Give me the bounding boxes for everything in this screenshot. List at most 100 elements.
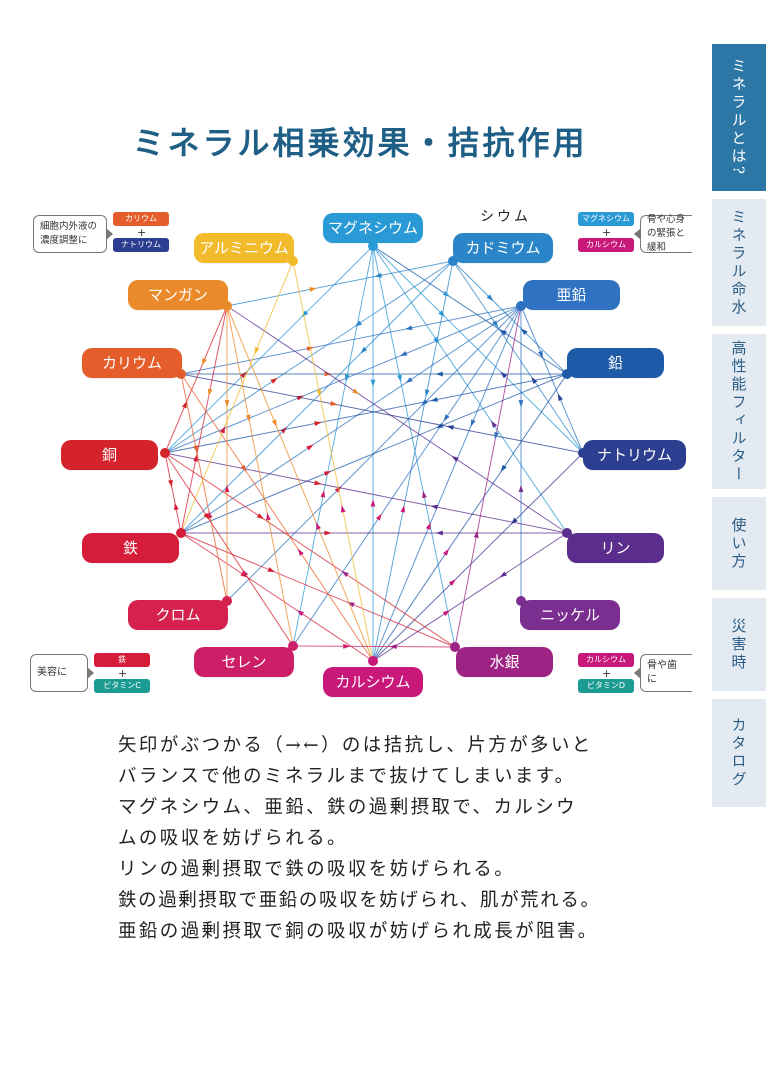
connection-zinc-sodium xyxy=(520,305,584,454)
arrowhead xyxy=(341,571,349,578)
mineral-label-cadmium: カドミウム xyxy=(453,233,553,263)
mineral-label-chromium: クロム xyxy=(128,600,228,630)
arrowhead xyxy=(510,517,518,525)
callout-top-right: 骨や心身の緊張と緩和 xyxy=(640,214,692,253)
callout-top-left-text: 細胞内外液の濃度調整に xyxy=(40,221,98,246)
explanation-text: 矢印がぶつかる（→←）のは拮抗し、片方が多いと バランスで他のミネラルまで抜けて… xyxy=(118,730,658,947)
arrowhead xyxy=(193,445,198,453)
callout-bottom-left: 美容に xyxy=(30,654,88,692)
arrowhead xyxy=(354,320,362,327)
arrowhead xyxy=(324,530,332,536)
arrowhead xyxy=(448,579,456,586)
mineral-label-selenium: セレン xyxy=(194,647,294,677)
callout-bottom-left-pointer xyxy=(87,667,94,679)
arrowhead xyxy=(360,346,368,354)
node-dot-iron xyxy=(176,528,186,538)
arrowhead xyxy=(370,499,376,507)
body-line: マグネシウム、亜鉛、鉄の過剰摂取で、カルシウ xyxy=(118,797,578,818)
arrowhead xyxy=(182,400,188,409)
arrowhead xyxy=(374,272,383,278)
connection-copper-selenium xyxy=(164,452,294,647)
mineral-label-nickel: ニッケル xyxy=(520,600,620,630)
sidebar-tab-disaster[interactable]: 災害時 xyxy=(712,598,766,691)
sidebar-tab-catalog[interactable]: カタログ xyxy=(712,699,766,807)
node-dot-calcium xyxy=(368,656,378,666)
connection-phosphorus-calcium xyxy=(372,532,568,662)
arrowhead xyxy=(174,502,179,511)
arrowhead xyxy=(399,351,408,357)
arrowhead xyxy=(245,414,251,423)
arrowhead xyxy=(340,505,346,513)
sidebar-tab-minerals[interactable]: ミネラルとは? xyxy=(712,44,766,191)
arrowhead xyxy=(220,425,226,434)
callout-top-right-plus: + xyxy=(602,226,612,239)
callout-top-left-chip1: カリウム xyxy=(113,212,169,226)
arrowhead xyxy=(330,401,338,406)
connection-manganese-selenium xyxy=(226,305,294,647)
mineral-label-sodium: ナトリウム xyxy=(583,440,686,470)
arrowhead xyxy=(499,571,507,578)
arrowhead xyxy=(438,310,446,318)
callout-bottom-right: 骨や歯に xyxy=(640,654,692,692)
arrowhead xyxy=(254,346,260,355)
callout-top-left-pointer xyxy=(106,228,113,240)
connection-mercury-zinc xyxy=(454,305,522,648)
arrowhead xyxy=(442,548,449,556)
arrowhead xyxy=(470,419,476,427)
arrowhead xyxy=(494,431,499,440)
arrowhead xyxy=(397,374,402,383)
arrowhead xyxy=(297,548,304,556)
sidebar-tab-filter[interactable]: 高性能フィルター xyxy=(712,334,766,489)
connection-zinc-calcium xyxy=(372,305,522,662)
callout-bottom-right-chip2: ビタミンD xyxy=(578,679,634,693)
arrowhead xyxy=(500,371,508,379)
callout-top-left-chip2: ナトリウム xyxy=(113,238,169,252)
arrowhead xyxy=(435,530,443,536)
arrowhead xyxy=(518,400,524,408)
connection-phosphorus-manganese xyxy=(226,305,568,534)
arrowhead xyxy=(422,490,427,499)
connection-potassium-calcium xyxy=(180,373,374,662)
connection-copper-manganese xyxy=(164,305,228,454)
connection-cadmium-sodium xyxy=(452,260,584,454)
connection-lead-iron xyxy=(180,373,568,534)
arrowhead xyxy=(430,397,438,402)
connection-magnesium-phosphorus xyxy=(372,245,568,534)
mineral-label-manganese: マンガン xyxy=(128,280,228,310)
arrowhead xyxy=(500,464,507,473)
body-line: 亜鉛の過剰摂取で銅の吸収が妨げられ成長が阻害。 xyxy=(118,921,599,942)
sidebar-tab-usage[interactable]: 使い方 xyxy=(712,497,766,590)
mineral-label-phosphorus: リン xyxy=(567,533,664,563)
arrowhead xyxy=(207,388,213,397)
callout-bottom-left-chip1: 鉄 xyxy=(94,653,150,667)
connection-sodium-potassium xyxy=(180,373,584,454)
arrowhead xyxy=(193,454,198,462)
arrowhead xyxy=(435,423,444,428)
arrowhead xyxy=(433,336,440,345)
callout-bottom-left-chip2: ビタミンC xyxy=(94,679,150,693)
callout-bottom-right-chip1: カルシウム xyxy=(578,653,634,667)
arrowhead xyxy=(486,294,494,302)
connection-iron-mercury xyxy=(180,532,456,648)
arrowhead xyxy=(271,419,277,427)
arrowhead xyxy=(405,377,413,384)
arrowhead xyxy=(370,379,376,387)
arrowhead xyxy=(323,471,332,477)
body-line: リンの過剰摂取で鉄の吸収を妨げられる。 xyxy=(118,859,516,880)
connection-magnesium-mercury xyxy=(372,245,456,648)
sidebar-tab-mineral-water[interactable]: ミネラル命水 xyxy=(712,199,766,326)
arrowhead xyxy=(352,388,360,395)
mineral-label-lead: 鉛 xyxy=(567,348,664,378)
arrowhead xyxy=(404,325,413,331)
callout-top-left: 細胞内外液の濃度調整に xyxy=(33,215,107,253)
arrowhead xyxy=(430,504,438,510)
arrowhead xyxy=(518,484,524,493)
arrowhead xyxy=(557,393,563,402)
arrowhead xyxy=(343,643,351,649)
connection-sodium-calcium xyxy=(372,452,584,662)
stray-label: シウム xyxy=(480,209,531,225)
arrowhead xyxy=(400,505,406,513)
arrowhead xyxy=(389,644,397,650)
arrowhead xyxy=(492,320,499,328)
connection-copper-mercury xyxy=(164,452,456,648)
